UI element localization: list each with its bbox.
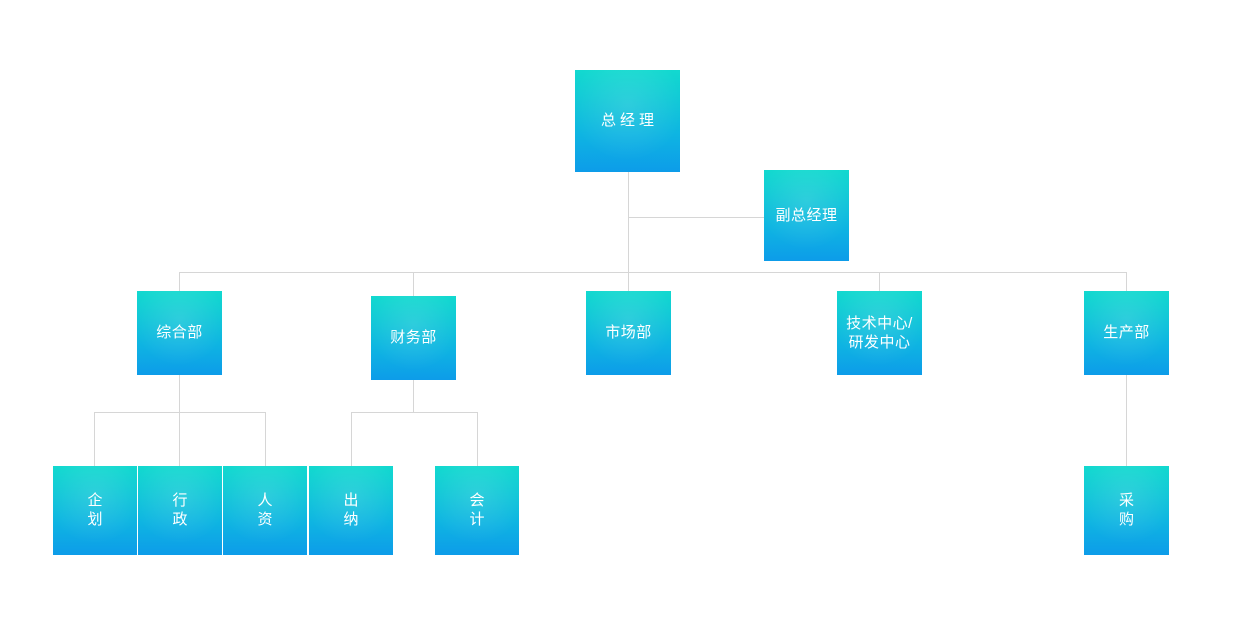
node-tech-rd-center[interactable]: 技术中心/ 研发中心 [837,291,922,375]
node-human-resources[interactable]: 人 资 [223,466,307,555]
node-production-dept[interactable]: 生产部 [1084,291,1169,375]
node-deputy-ceo[interactable]: 副总经理 [764,170,849,261]
edge-production-to-purchase [1126,375,1127,466]
node-cashier[interactable]: 出 纳 [309,466,393,555]
edge-drop-tech [879,272,880,291]
node-general-affairs-dept[interactable]: 综合部 [137,291,222,375]
edge-ceo-to-deputy [628,217,765,218]
edge-ceo-trunk [628,172,629,272]
edge-drop-admin [179,412,180,466]
edge-drop-market [628,272,629,291]
node-marketing-dept[interactable]: 市场部 [586,291,671,375]
edge-drop-general [179,272,180,291]
edge-drop-cashier [351,412,352,466]
edge-drop-hr [265,412,266,466]
edge-drop-finance [413,272,414,296]
node-administration[interactable]: 行 政 [138,466,222,555]
node-ceo[interactable]: 总经理 [575,70,680,172]
node-finance-dept[interactable]: 财务部 [371,296,456,380]
edge-finance-bus [351,412,477,413]
node-purchasing[interactable]: 采 购 [1084,466,1169,555]
edge-drop-accounting [477,412,478,466]
edge-level2-bus [179,272,1127,273]
edge-drop-production [1126,272,1127,291]
edge-drop-planning [94,412,95,466]
edge-finance-trunk [413,380,414,413]
edge-general-trunk [179,375,180,413]
node-planning[interactable]: 企 划 [53,466,137,555]
node-accounting[interactable]: 会 计 [435,466,519,555]
